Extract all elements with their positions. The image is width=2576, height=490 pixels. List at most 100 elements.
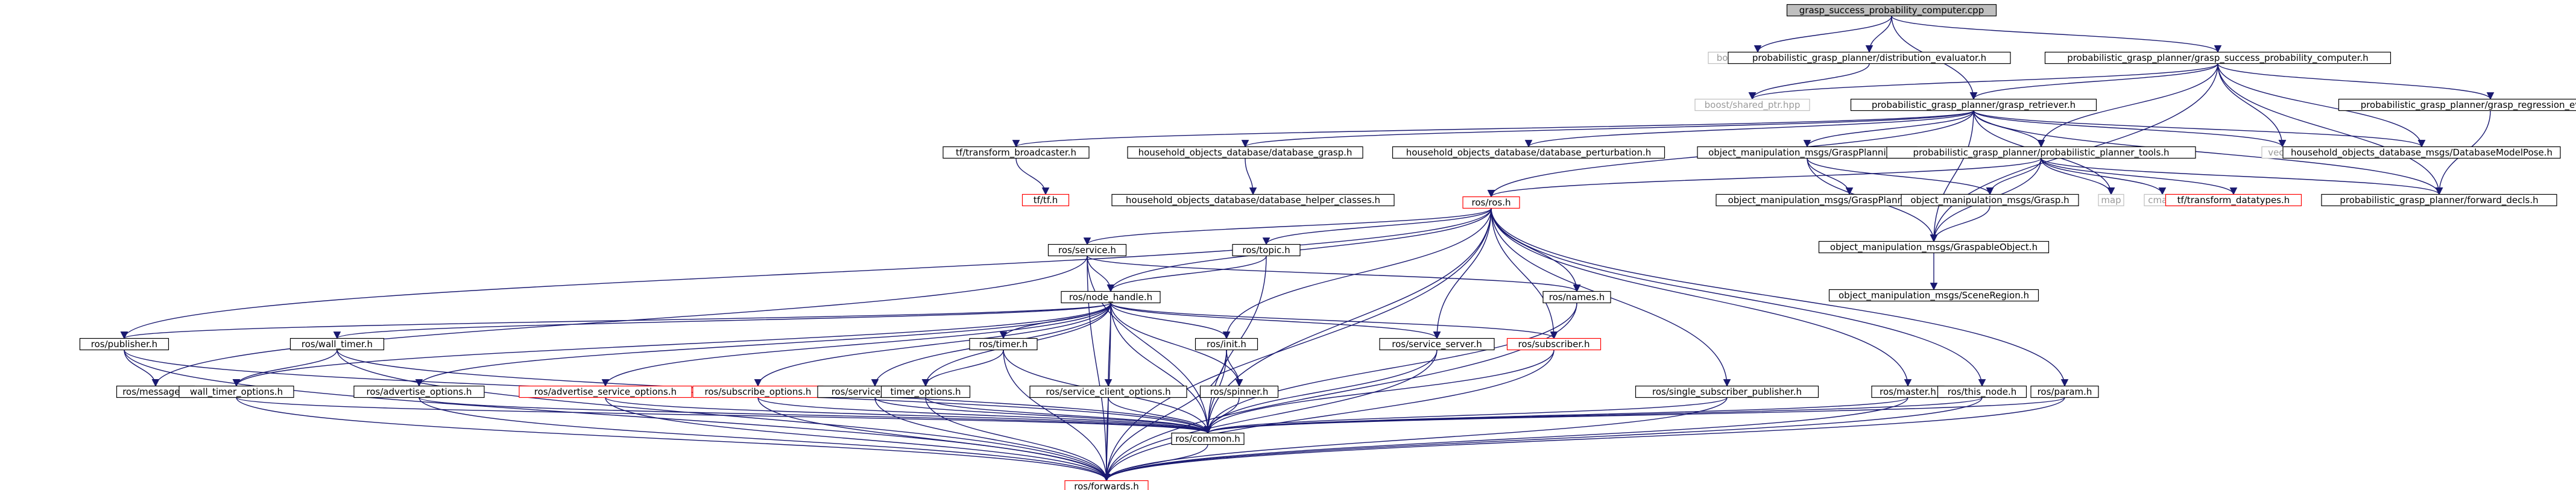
node-label: ros/timer.h: [979, 339, 1028, 350]
node-box: [2044, 51, 2391, 64]
node-box: [1886, 146, 2196, 159]
node-label: ros/service_client_options.h: [1046, 386, 1170, 398]
node-omsr[interactable]: object_manipulation_msgs/SceneRegion.h: [1828, 289, 2039, 302]
edge-ppt-to-rosh: [1488, 157, 2042, 198]
edge-rosh-to-nh: [1106, 208, 1492, 292]
node-label: ros/topic.h: [1242, 245, 1290, 256]
node-fwd[interactable]: probabilistic_grasp_planner/forward_decl…: [2321, 193, 2557, 207]
edge-nh-to-spinner: [1110, 303, 1243, 387]
edge-gspc-to-fwd: [2217, 63, 2443, 195]
node-box: [1818, 240, 2050, 254]
node-tftf[interactable]: tf/tf.h: [1021, 193, 1070, 207]
node-ssp[interactable]: ros/single_subscriber_publisher.h: [1635, 385, 1819, 398]
node-box: [1171, 432, 1245, 445]
edge-nh-to-publisher: [121, 302, 1111, 339]
node-omgp[interactable]: object_manipulation_msgs/GraspPlanning.h: [1697, 146, 1918, 159]
node-regr[interactable]: probabilistic_grasp_planner/grasp_regres…: [2338, 98, 2576, 112]
node-tfbr[interactable]: tf/transform_broadcaster.h: [942, 146, 1090, 159]
node-omgrasp[interactable]: object_manipulation_msgs/Grasp.h: [1901, 193, 2079, 207]
node-tmo[interactable]: timer_options.h: [880, 385, 971, 398]
node-thisnode[interactable]: ros/this_node.h: [1937, 385, 2027, 398]
node-tfdt[interactable]: tf/transform_datatypes.h: [2165, 193, 2302, 207]
edge-dist-to-bshared: [1748, 63, 1870, 100]
node-label: household_objects_database/database_help…: [1126, 195, 1380, 206]
node-box: [289, 338, 385, 351]
edge-sco-to-common: [1108, 397, 1212, 434]
node-sub[interactable]: ros/subscriber.h: [1506, 338, 1602, 351]
node-service[interactable]: ros/service.h: [1047, 243, 1127, 257]
node-subo[interactable]: ros/subscribe_options.h: [692, 385, 824, 398]
node-publisher[interactable]: ros/publisher.h: [79, 338, 169, 351]
edge-layer: [120, 16, 2495, 482]
edge-init-to-spinner: [1226, 350, 1243, 387]
node-label: ros/node_handle.h: [1069, 292, 1152, 303]
node-label: object_manipulation_msgs/GraspableObject…: [1830, 242, 2038, 253]
node-box: [519, 385, 692, 398]
node-label: ros/service.h: [1058, 245, 1116, 256]
node-ppt[interactable]: probabilistic_grasp_planner/probabilisti…: [1886, 146, 2196, 159]
node-box: [1462, 196, 1520, 209]
node-nh[interactable]: ros/node_handle.h: [1061, 291, 1161, 304]
node-box: [1937, 385, 2027, 398]
node-box: [1392, 146, 1665, 159]
node-omgo[interactable]: object_manipulation_msgs/GraspableObject…: [1818, 240, 2050, 254]
node-topic[interactable]: ros/topic.h: [1232, 243, 1301, 257]
node-hodbhc[interactable]: household_objects_database/database_help…: [1111, 193, 1395, 207]
edge-wto-to-forwards: [236, 397, 1111, 482]
edge-tmo-to-forwards: [925, 397, 1111, 482]
node-label: ros/service_server.h: [1392, 339, 1482, 350]
node-gret[interactable]: probabilistic_grasp_planner/grasp_retrie…: [1850, 98, 2097, 112]
node-ssrv[interactable]: ros/service_server.h: [1379, 338, 1495, 351]
node-label: object_manipulation_msgs/Grasp.h: [1910, 195, 2069, 206]
node-advo[interactable]: ros/advertise_options.h: [353, 385, 485, 398]
edge-nh-to-common: [1110, 303, 1212, 434]
node-walltimer[interactable]: ros/wall_timer.h: [289, 338, 385, 351]
node-spinner[interactable]: ros/spinner.h: [1199, 385, 1279, 398]
edge-sclient-to-common: [874, 397, 1212, 434]
node-master[interactable]: ros/master.h: [1871, 385, 1945, 398]
node-dist[interactable]: probabilistic_grasp_planner/distribution…: [1728, 51, 2011, 64]
node-box: [942, 146, 1090, 159]
edge-ssp-to-forwards: [1102, 397, 1728, 482]
edge-master-to-common: [1204, 397, 1908, 434]
node-label: ros/advertise_service_options.h: [534, 386, 677, 398]
node-gspc[interactable]: probabilistic_grasp_planner/grasp_succes…: [2044, 51, 2391, 64]
node-label: ros/forwards.h: [1074, 481, 1138, 490]
node-label: ros/subscribe_options.h: [705, 386, 812, 398]
node-label: ros/message.h: [122, 386, 189, 397]
node-label: probabilistic_grasp_planner/distribution…: [1752, 52, 1986, 64]
edge-advso-to-forwards: [605, 397, 1111, 482]
edge-param-to-common: [1204, 397, 2065, 434]
node-box: [1850, 98, 2097, 112]
node-wto[interactable]: wall_timer_options.h: [178, 385, 294, 398]
edge-service-to-common: [1087, 256, 1212, 434]
node-box: [353, 385, 485, 398]
edge-hodbg-to-hodbhc: [1245, 158, 1257, 195]
node-timer[interactable]: ros/timer.h: [969, 338, 1038, 351]
node-sco[interactable]: ros/service_client_options.h: [1029, 385, 1187, 398]
node-advso[interactable]: ros/advertise_service_options.h: [519, 385, 692, 398]
edge-ssrv-to-common: [1204, 350, 1438, 434]
node-root[interactable]: grasp_success_probability_computer.cpp: [1786, 4, 1997, 17]
node-param[interactable]: ros/param.h: [2030, 385, 2099, 398]
edge-sco-to-forwards: [1102, 397, 1111, 482]
edge-tfbr-to-tftf: [1015, 158, 1050, 195]
node-label: grasp_success_probability_computer.cpp: [1799, 5, 1984, 16]
edge-rosh-to-service: [1083, 207, 1492, 245]
node-names[interactable]: ros/names.h: [1542, 291, 1611, 304]
edge-param-to-forwards: [1102, 397, 2065, 482]
node-hodbmp[interactable]: household_objects_database_msgs/Database…: [2282, 146, 2561, 159]
edge-rosh-to-publisher: [120, 208, 1492, 339]
node-common[interactable]: ros/common.h: [1171, 432, 1245, 445]
edge-gspc-to-ppt: [2037, 63, 2218, 148]
edge-names-to-forwards: [1102, 303, 1577, 482]
edge-nh-to-wto: [232, 303, 1111, 387]
node-msg[interactable]: ros/message.h: [116, 385, 195, 398]
node-label: ros/init.h: [1207, 339, 1246, 350]
node-hodbp[interactable]: household_objects_database/database_pert…: [1392, 146, 1665, 159]
node-init[interactable]: ros/init.h: [1195, 338, 1258, 351]
edge-rosh-to-forwards: [1102, 208, 1492, 482]
node-hodbg[interactable]: household_objects_database/database_gras…: [1127, 146, 1363, 159]
node-forwards[interactable]: ros/forwards.h: [1064, 480, 1149, 490]
node-rosh[interactable]: ros/ros.h: [1462, 196, 1520, 209]
